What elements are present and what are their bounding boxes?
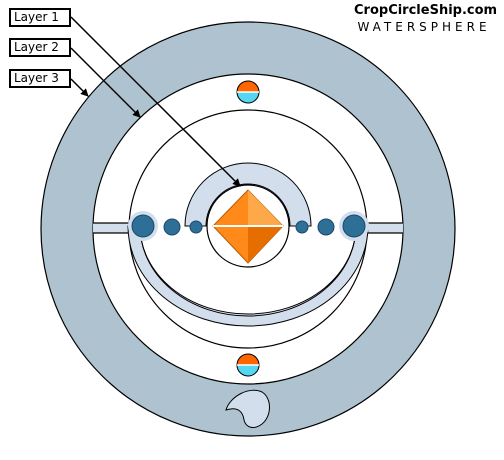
node-right-medium [317,218,335,236]
left-channel [93,222,129,234]
node-left-medium [163,218,181,236]
brand-subtitle: WATERSPHERE [357,20,491,34]
inner-water-arc [184,162,312,227]
layer-1-pointer [70,16,241,187]
node-left-large [131,214,155,238]
layer-2-pointer [70,47,141,118]
brand-title: CropCircleShip.com [354,3,498,18]
node-right-large [342,214,366,238]
lower-band-inner [139,225,357,317]
bottom-indicator-icon [236,353,260,377]
crescent-icon [225,389,270,428]
node-right-small [295,220,309,234]
layer-2-label: Layer 2 [9,38,71,57]
top-indicator-icon [236,80,260,104]
node-left-small [189,220,203,234]
layer-1-label: Layer 1 [9,8,71,27]
layer-3-label: Layer 3 [9,69,71,88]
crystal-icon [212,189,284,264]
right-channel [367,222,403,234]
layer-3-pointer [70,78,89,97]
